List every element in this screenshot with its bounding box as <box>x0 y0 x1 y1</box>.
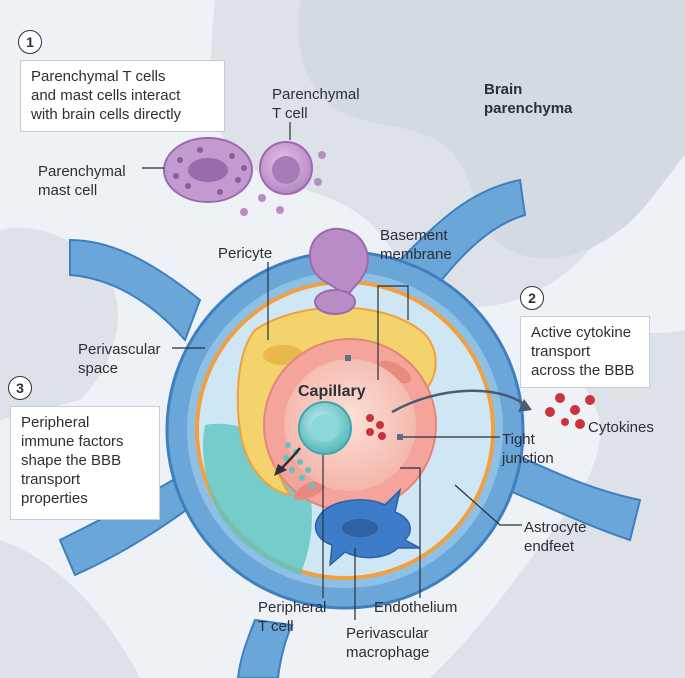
parenchymal-t-cell-label: Parenchymal T cell <box>272 86 360 122</box>
capillary-label: Capillary <box>298 383 366 400</box>
section-3-badge: 3 <box>8 376 32 400</box>
cell-bulb <box>314 289 356 315</box>
granules <box>240 151 326 216</box>
section-2-callout: Active cytokine transport across the BBB <box>520 316 650 388</box>
basement-membrane-label: Basement membrane <box>380 227 452 263</box>
endothelium-label: Endothelium <box>374 599 458 616</box>
peripheral-t-cell-label: Peripheral T cell <box>258 599 327 635</box>
released-cytokines <box>545 393 595 429</box>
astrocyte-endfeet-label: Astrocyte endfeet <box>524 519 587 555</box>
capillary-cytokines <box>366 414 386 440</box>
perivascular-space-label: Perivascular space <box>78 341 161 377</box>
section-2-badge: 2 <box>520 286 544 310</box>
transmigrating-cell <box>308 227 369 301</box>
parenchymal-t-cell <box>259 141 313 195</box>
pericyte-label: Pericyte <box>218 245 273 262</box>
perivascular-macrophage-label: Perivascular macrophage <box>346 625 430 661</box>
section-1-badge: 1 <box>18 30 42 54</box>
parenchymal-mast-cell <box>163 137 253 203</box>
cytokine-transport-arrow <box>391 389 526 414</box>
section-1-callout: Parenchymal T cells and mast cells inter… <box>20 60 225 132</box>
section-3-callout: Peripheral immune factors shape the BBB … <box>10 406 160 520</box>
parenchymal-mast-cell-label: Parenchymal mast cell <box>38 163 126 199</box>
cytokines-label: Cytokines <box>588 419 654 436</box>
brain-parenchyma-label: Brain parenchyma <box>484 81 573 117</box>
teal-particles <box>283 442 315 489</box>
tight-junction-label: Tight junction <box>502 431 554 467</box>
tight-junction-marker <box>397 434 403 440</box>
leader-lines <box>142 122 522 620</box>
